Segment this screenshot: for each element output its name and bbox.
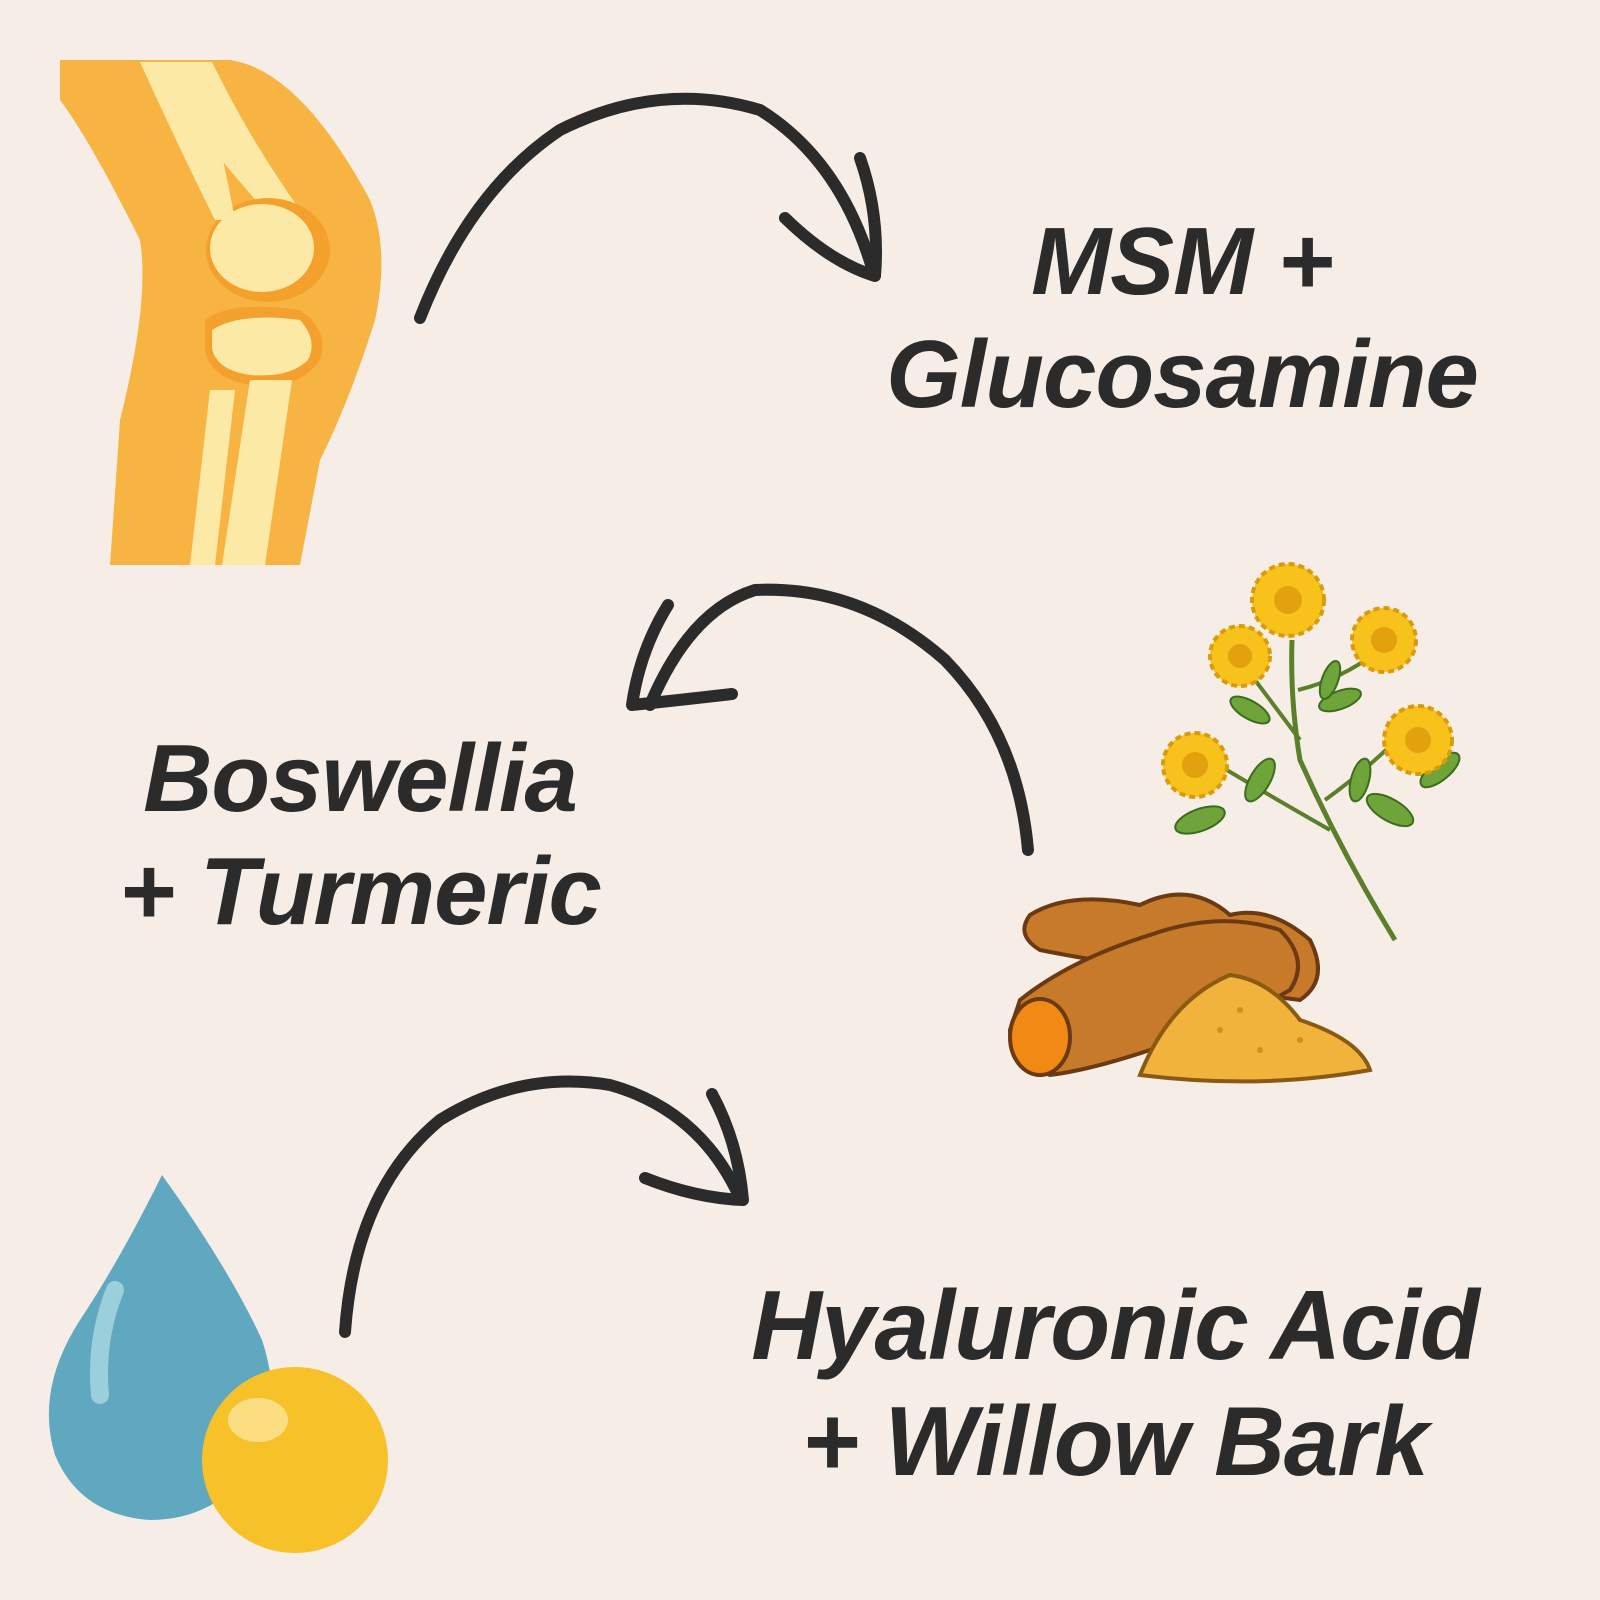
label-boswellia-turmeric-line1: Boswellia: [143, 725, 578, 832]
label-hyaluronic-willow: Hyaluronic Acid + Willow Bark: [650, 1268, 1580, 1499]
flower-herb-icon: [1161, 562, 1461, 942]
arrow-2: [626, 583, 1034, 856]
arrow-1: [414, 92, 882, 324]
label-boswellia-turmeric-line2: + Turmeric: [119, 838, 602, 946]
label-msm-glucosamine: MSM + Glucosamine: [812, 205, 1552, 432]
oil-capsule-icon: [202, 1367, 388, 1553]
label-msm-glucosamine-line1: MSM +: [1031, 208, 1334, 315]
turmeric-root-icon: [1007, 892, 1373, 1084]
label-hyaluronic-willow-line2: + Willow Bark: [801, 1385, 1429, 1496]
label-hyaluronic-willow-line1: Hyaluronic Acid: [751, 1270, 1479, 1380]
label-boswellia-turmeric: Boswellia + Turmeric: [40, 722, 680, 949]
knee-joint-icon: [60, 60, 382, 565]
arrow-3: [339, 1075, 749, 1338]
label-msm-glucosamine-line2: Glucosamine: [886, 321, 1479, 429]
